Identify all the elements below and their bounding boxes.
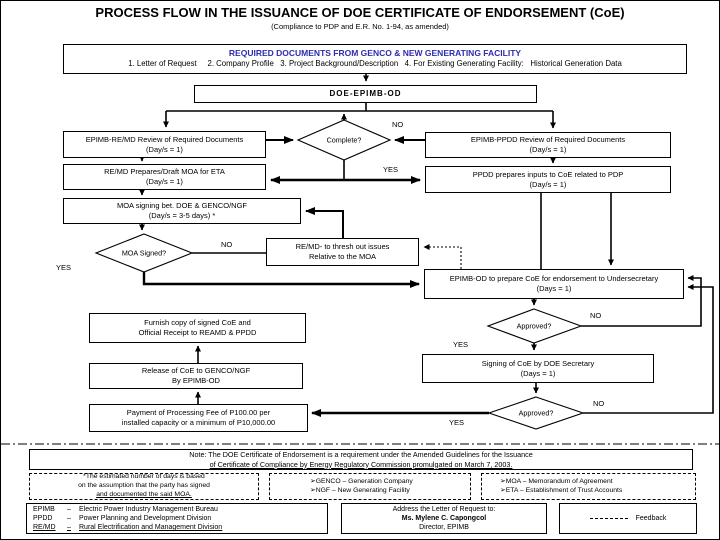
flow-arrows [139, 73, 714, 417]
node-remd-prepares-moa: RE/MD Prepares/Draft MOA for ETA (Day/s … [63, 164, 266, 190]
legend-genco-box: ➢GENCO – Generation Company ➢NGF – New G… [269, 473, 471, 500]
legend-item: ➢MOA – Memorandum of Agreement [500, 477, 613, 485]
node-text: installed capacity or a minimum of P10,0… [121, 418, 276, 427]
decision-complete: Complete? [326, 135, 362, 145]
node-text: Furnish copy of signed CoE and [144, 318, 251, 328]
acronym-row: RE/MD–Rural Electrification and Manageme… [33, 524, 223, 532]
edge-label-yes: YES [383, 165, 399, 174]
decision-moa-signed: MOA Signed? [121, 248, 167, 258]
edge-label-no: NO [593, 399, 605, 408]
node-signing-coe-secretary: Signing of CoE by DOE Secretary (Days = … [422, 354, 654, 383]
node-days: (Days = 1) [536, 284, 572, 293]
feedback-legend-box: Feedback [559, 503, 697, 534]
node-thresh-out-issues: RE/MD- to thresh out issues Relative to … [266, 238, 419, 266]
node-payment-fee: Payment of Processing Fee of P100.00 per… [89, 404, 308, 432]
page-title: PROCESS FLOW IN THE ISSUANCE OF DOE CERT… [95, 5, 625, 20]
feedback-dash-sample [589, 518, 628, 519]
address-box: Address the Letter of Request to: Ms. My… [341, 503, 547, 534]
node-text: Relative to the MOA [308, 252, 377, 261]
note-line: Note: The DOE Certificate of Endorsement… [189, 450, 533, 460]
node-text: Payment of Processing Fee of P100.00 per [126, 408, 271, 418]
node-text: MOA signing bet. DOE & GENCO/NGF [116, 201, 248, 211]
acronym-row: PPDD–Power Planning and Development Divi… [33, 514, 212, 522]
node-text: EPIMB-RE/MD Review of Required Documents [85, 134, 244, 144]
node-text: DOE-EPIMB-OD [329, 88, 402, 98]
footnote-line: and documented the said MOA. [96, 490, 192, 498]
node-days: (Day/s = 1) [529, 179, 567, 189]
feedback-dotted-line [423, 244, 462, 269]
required-documents-items: 1. Letter of Request 2. Company Profile … [128, 59, 622, 69]
page-subtitle: (Compliance to PDP and E.R. No. 1-94, as… [271, 22, 449, 31]
acronym-row: EPIMB–Electric Power Industry Management… [33, 505, 218, 513]
address-line: Address the Letter of Request to: [392, 505, 496, 513]
node-epimb-ppdd-review: EPIMB-PPDD Review of Required Documents … [425, 132, 671, 158]
node-text: Signing of CoE by DOE Secretary [481, 358, 595, 368]
edge-label-no: NO [221, 240, 233, 249]
node-days: (Day/s = 1) [146, 177, 183, 186]
address-name: Ms. Mylene C. Capongcol [401, 514, 487, 522]
node-text: RE/MD Prepares/Draft MOA for ETA [104, 167, 225, 177]
node-text: RE/MD- to thresh out issues [295, 242, 390, 252]
node-text: PPDD prepares inputs to CoE related to P… [472, 169, 624, 179]
node-text: By EPIMB-OD [172, 376, 220, 385]
node-ppdd-prepares-inputs: PPDD prepares inputs to CoE related to P… [425, 166, 671, 193]
node-text: EPIMB-PPDD Review of Required Documents [470, 135, 626, 145]
node-days: (Days = 1) [520, 368, 556, 378]
edge-label-yes: YES [56, 263, 72, 272]
node-text: Official Receipt to REAMD & PPDD [138, 328, 257, 337]
feedback-label: Feedback [635, 514, 667, 522]
legend-item: ➢NGF – New Generating Facility [310, 486, 410, 494]
node-text: EPIMB-OD to prepare CoE for endorsement … [449, 274, 659, 284]
legend-moa-box: ➢MOA – Memorandum of Agreement ➢ETA – Es… [481, 473, 696, 500]
legend-item: ➢GENCO – Generation Company [310, 477, 413, 485]
note-box: Note: The DOE Certificate of Endorsement… [29, 449, 693, 470]
node-epimb-remd-review: EPIMB-RE/MD Review of Required Documents… [63, 131, 266, 158]
decision-diamonds [94, 119, 585, 430]
decision-approved-2: Approved? [518, 408, 554, 418]
footnote-box: *The estimated number of days is based o… [29, 473, 259, 500]
node-days: (Day/s = 1) [146, 144, 183, 154]
edge-label-no: NO [392, 120, 404, 129]
footnote-line: on the assumption that the party has sig… [78, 482, 210, 490]
decision-approved-1: Approved? [516, 321, 552, 331]
node-required-documents: REQUIRED DOCUMENTS FROM GENCO & NEW GENE… [63, 44, 687, 74]
node-release-coe: Release of CoE to GENCO/NGF By EPIMB-OD [89, 363, 303, 389]
note-line: of Certificate of Compliance by Energy R… [209, 459, 513, 469]
node-days: (Day/s = 1) [529, 145, 567, 154]
edge-label-yes: YES [449, 418, 465, 427]
footnote-line: *The estimated number of days is based [83, 473, 205, 481]
legend-item: ➢ETA – Establishment of Trust Accounts [500, 486, 623, 494]
node-text: Release of CoE to GENCO/NGF [141, 366, 251, 376]
node-epimb-od-prepare-coe: EPIMB-OD to prepare CoE for endorsement … [424, 269, 684, 299]
node-doe-epimb-od: DOE-EPIMB-OD [194, 85, 537, 103]
edge-label-no: NO [590, 311, 602, 320]
node-days: (Day/s = 3-5 days) * [148, 211, 216, 220]
node-furnish-copy: Furnish copy of signed CoE and Official … [89, 313, 306, 343]
address-line: Director, EPIMB [419, 524, 469, 532]
required-documents-heading: REQUIRED DOCUMENTS FROM GENCO & NEW GENE… [228, 48, 522, 59]
edge-label-yes: YES [453, 340, 469, 349]
acronyms-box: EPIMB–Electric Power Industry Management… [26, 503, 328, 534]
node-moa-signing: MOA signing bet. DOE & GENCO/NGF (Day/s … [63, 198, 301, 224]
